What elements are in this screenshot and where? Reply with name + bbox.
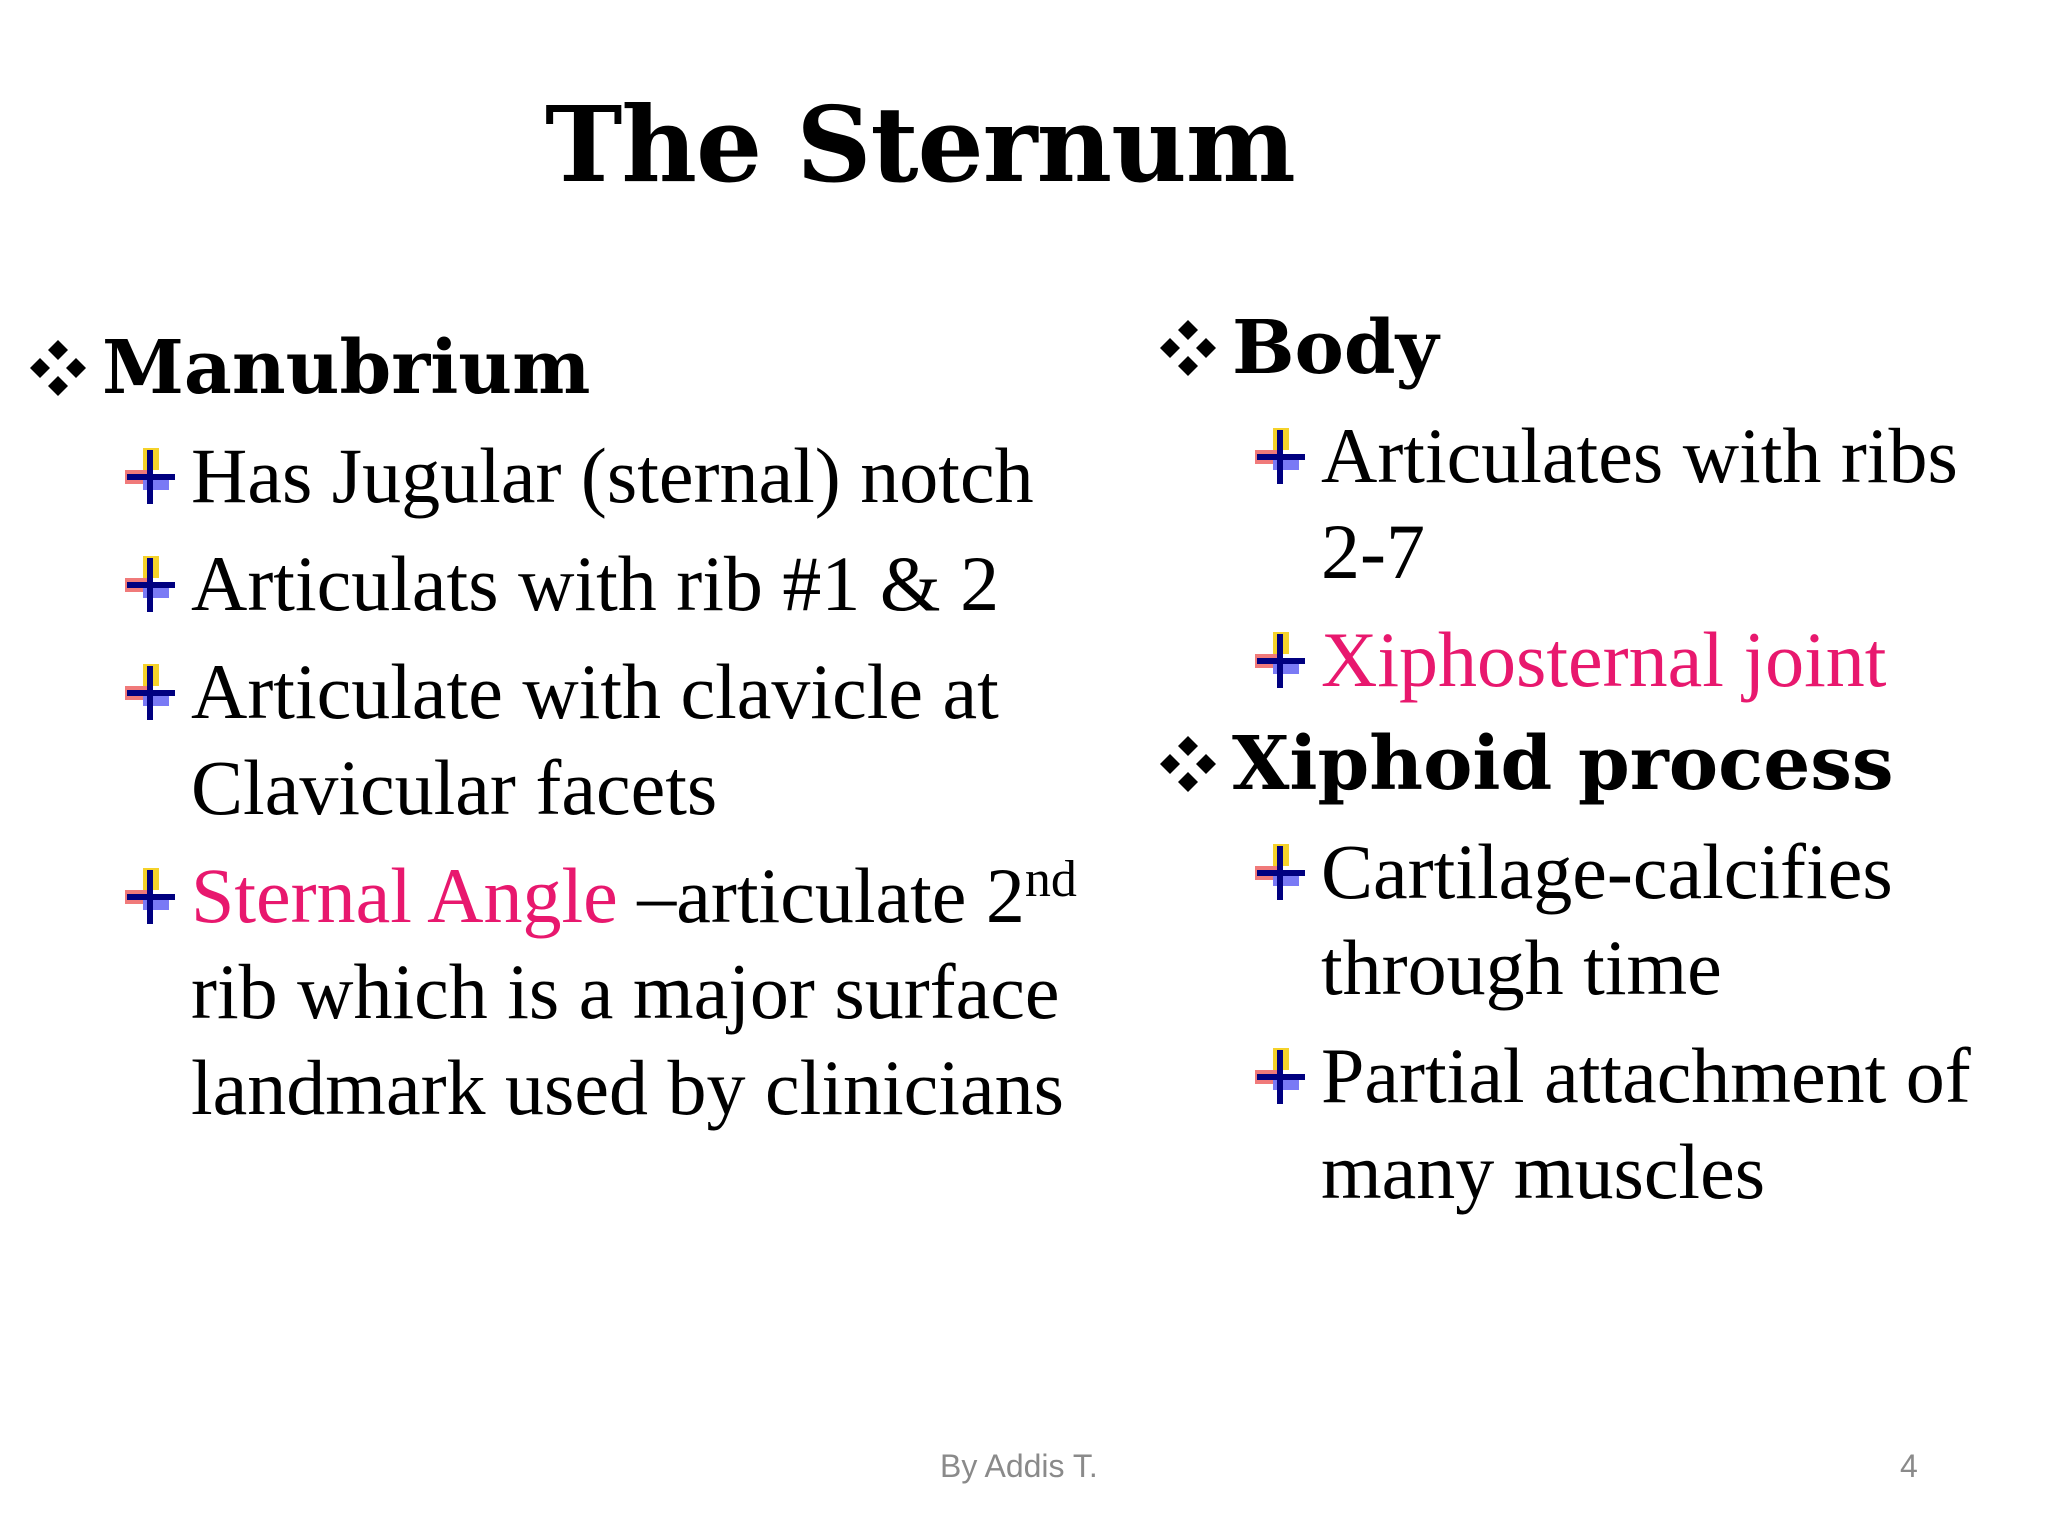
ordinal-suffix: nd [1024,851,1077,908]
diamond-cluster-icon [1158,318,1218,378]
list-item: Articulats with rib #1 & 2 [123,536,1088,632]
list-item: Xiphosternal joint [1253,612,2038,708]
list-item: Articulates with ribs 2-7 [1253,408,2038,600]
plus-cross-icon [1253,842,1309,902]
list-item-text: Articulate with clavicle at Clavicular f… [191,648,999,831]
plus-cross-icon [1253,426,1309,486]
body-heading-text: Body [1232,305,1439,391]
list-item: Has Jugular (sternal) notch [123,428,1088,524]
list-item-text: Articulates with ribs 2-7 [1321,412,1958,595]
xiphoid-heading-text: Xiphoid process [1232,721,1894,807]
list-item-text: Partial attachment of many muscles [1321,1032,1971,1215]
list-item-text: Cartilage-calcifies through time [1321,828,1893,1011]
plus-cross-icon [123,446,179,506]
manubrium-heading: Manubrium [28,320,1088,416]
slide-title: The Sternum [545,83,1296,206]
manubrium-heading-text: Manubrium [102,325,591,411]
page-number: 4 [1900,1448,1918,1484]
sternal-angle-text-a: –articulate 2 [617,852,1025,939]
list-item: Articulate with clavicle at Clavicular f… [123,644,1088,836]
list-item-text: Articulats with rib #1 & 2 [191,540,1000,627]
plus-cross-icon [123,554,179,614]
list-item: Cartilage-calcifies through time [1253,824,2038,1016]
plus-cross-icon [1253,1046,1309,1106]
sternal-angle-text: Sternal Angle –articulate 2nd rib which … [191,848,1088,1136]
list-item: Partial attachment of many muscles [1253,1028,2038,1220]
xiphosternal-joint-text: Xiphosternal joint [1321,616,1887,703]
plus-cross-icon [123,866,179,926]
author-footer: By Addis T. [940,1448,1098,1484]
list-item-text: Has Jugular (sternal) notch [191,432,1034,519]
diamond-cluster-icon [28,338,88,398]
xiphoid-heading: Xiphoid process [1158,716,2038,812]
sternal-angle-highlight: Sternal Angle [191,852,618,939]
body-heading: Body [1158,300,2038,396]
diamond-cluster-icon [1158,734,1218,794]
plus-cross-icon [123,662,179,722]
right-column: Body Articulates with ribs 2-7 Xiphoster… [1158,300,2038,1220]
sternal-angle-text-b: rib which is a major surface landmark us… [191,948,1064,1131]
plus-cross-icon [1253,630,1309,690]
sternal-angle-item: Sternal Angle –articulate 2nd rib which … [123,848,1088,1136]
left-column: Manubrium Has Jugular (sternal) notch Ar… [28,320,1088,1136]
